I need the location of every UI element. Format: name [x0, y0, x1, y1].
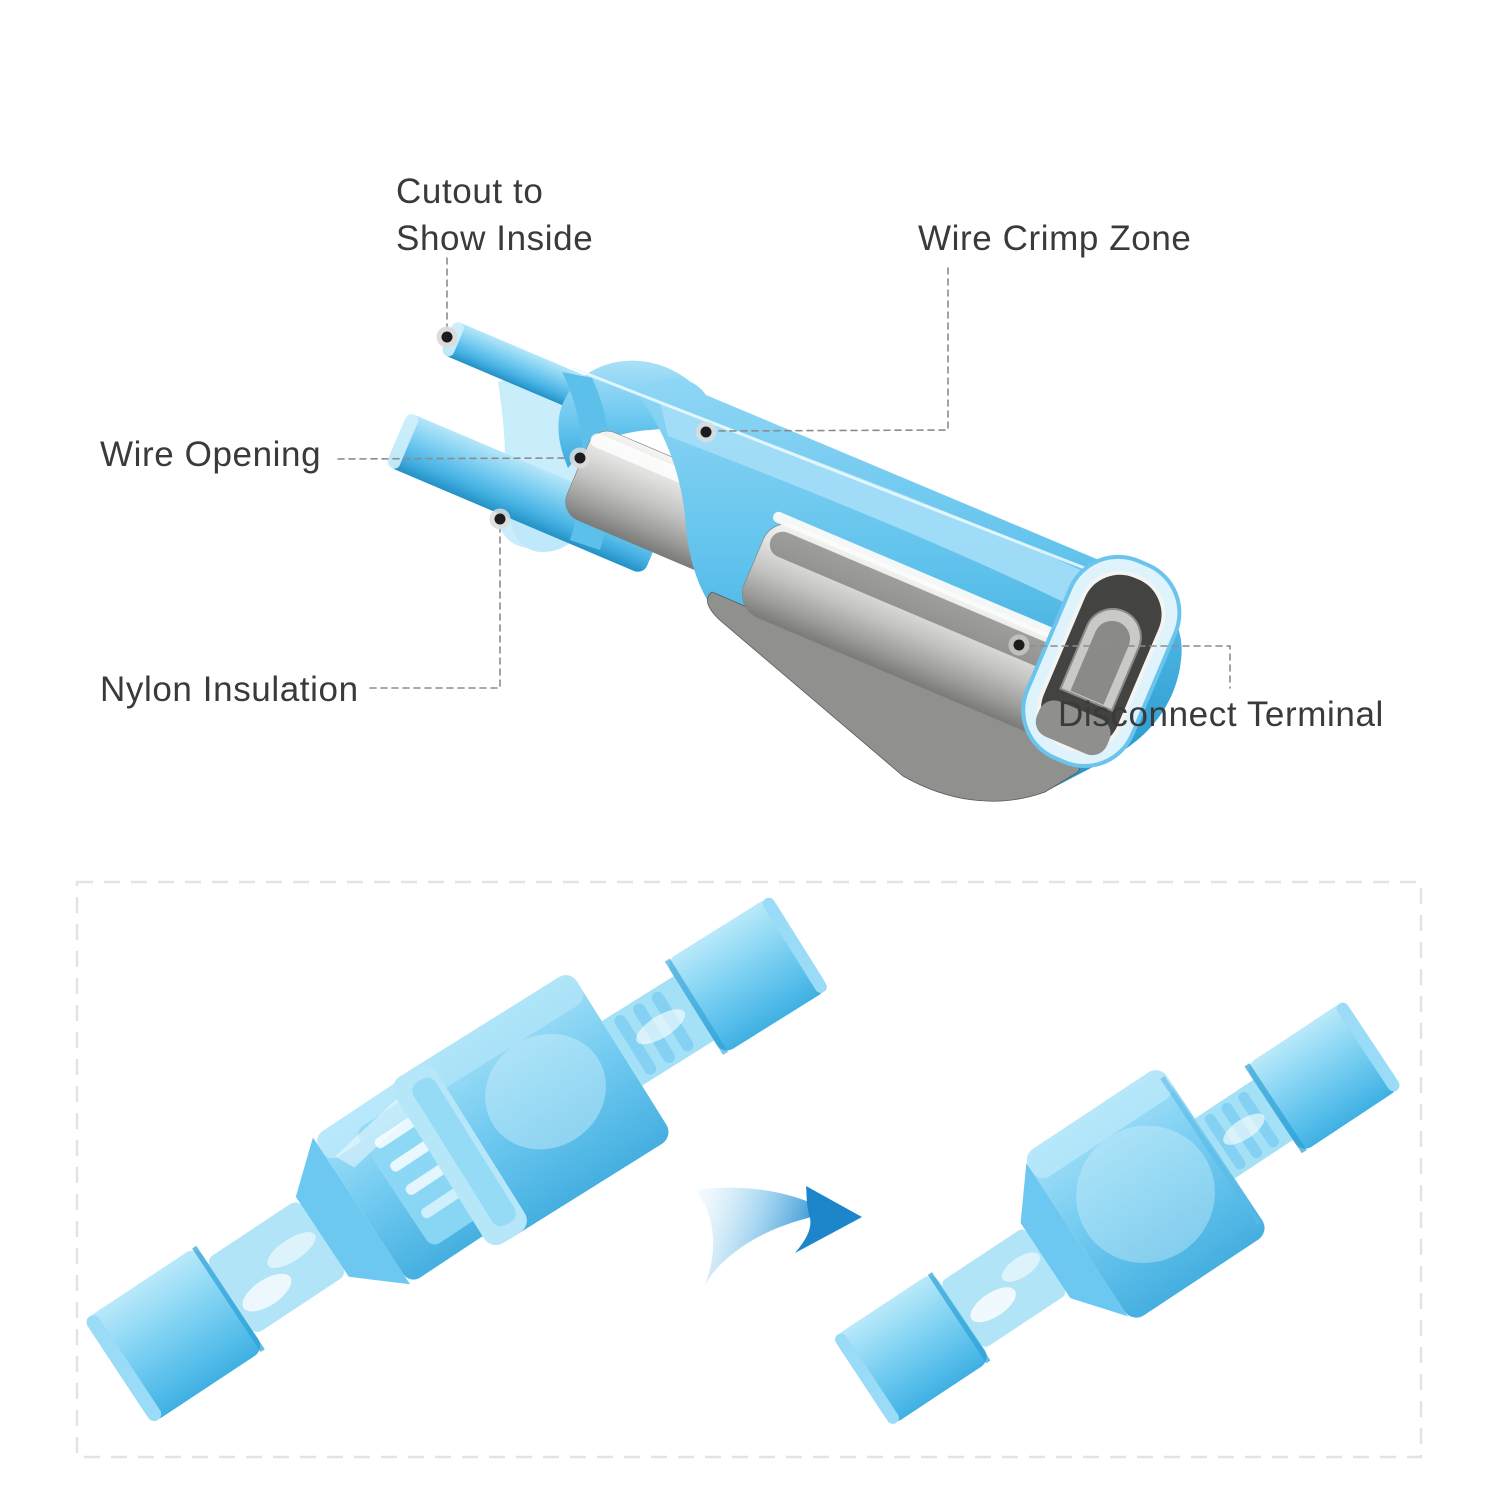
callout-dot-wire-opening	[574, 452, 586, 464]
disconnect-terminal-barrel	[742, 511, 1088, 733]
joined-terminals	[835, 1002, 1400, 1424]
label-wire-crimp-zone: Wire Crimp Zone	[918, 219, 1191, 258]
label-nylon-insulation: Nylon Insulation	[100, 670, 359, 709]
leader-disconnect-terminal	[1028, 645, 1231, 689]
cutaway-illustration	[387, 322, 1182, 802]
male-terminal	[392, 897, 827, 1246]
assembly-arrow-icon	[695, 1186, 862, 1285]
label-disconnect-terminal: Disconnect Terminal	[1058, 695, 1384, 734]
callouts: Cutout to Show Inside Wire Crimp Zone Wi…	[100, 172, 1384, 734]
nylon-body-top-face	[660, 402, 1154, 648]
assembly-panel	[75, 880, 1423, 1459]
label-cutout-line1: Cutout to	[396, 172, 543, 211]
leader-nylon-insulation	[369, 528, 501, 689]
label-wire-opening: Wire Opening	[100, 435, 321, 474]
leader-wire-crimp-zone	[713, 267, 949, 432]
callout-dot-wire-crimp-zone	[700, 426, 712, 438]
terminal-front-opening	[1021, 554, 1182, 769]
leader-wire-opening	[337, 457, 571, 460]
panel-dashed-border	[75, 880, 1423, 1459]
nylon-body-top-seam	[571, 366, 1147, 594]
label-cutout-line2: Show Inside	[396, 219, 593, 258]
callout-dot-disconnect-terminal	[1013, 639, 1025, 651]
callout-dot-cutout	[441, 331, 453, 343]
callout-dot-nylon-insulation	[494, 513, 506, 525]
